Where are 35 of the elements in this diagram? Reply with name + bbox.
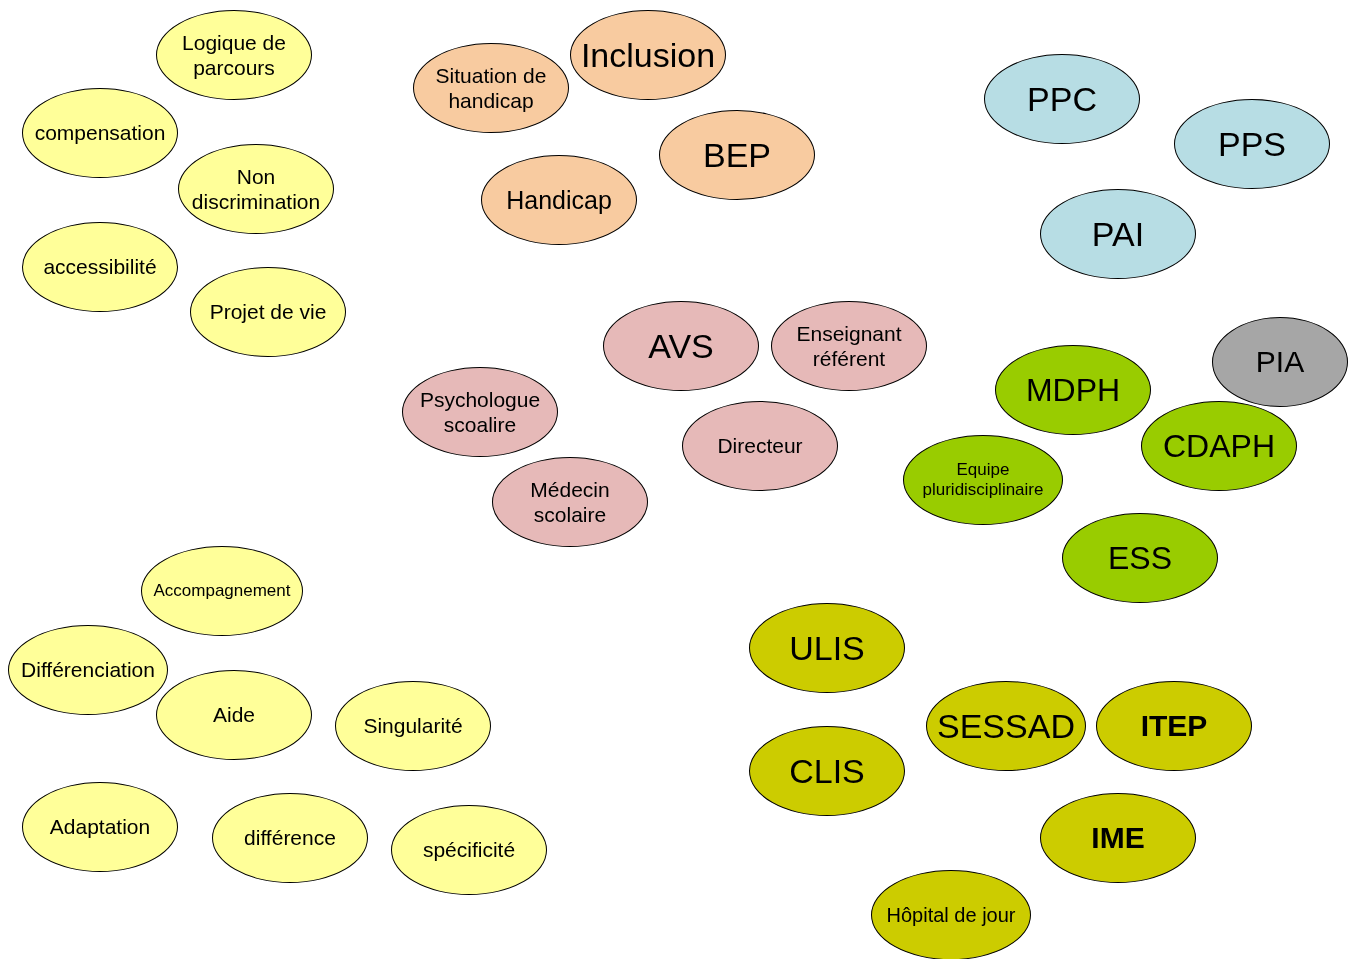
- term-ellipse: BEP: [659, 110, 815, 200]
- term-ellipse: Médecin scolaire: [492, 457, 648, 547]
- term-ellipse: ITEP: [1096, 681, 1252, 771]
- term-ellipse: Aide: [156, 670, 312, 760]
- term-ellipse: Projet de vie: [190, 267, 346, 357]
- term-ellipse: Adaptation: [22, 782, 178, 872]
- term-ellipse: PAI: [1040, 189, 1196, 279]
- term-ellipse: Psychologue scoalire: [402, 367, 558, 457]
- term-ellipse: Enseignant référent: [771, 301, 927, 391]
- term-ellipse: Situation de handicap: [413, 43, 569, 133]
- term-ellipse: SESSAD: [926, 681, 1086, 771]
- term-ellipse: Equipe pluridisciplinaire: [903, 435, 1063, 525]
- term-ellipse: Logique de parcours: [156, 10, 312, 100]
- term-ellipse: Différenciation: [8, 625, 168, 715]
- term-ellipse: Handicap: [481, 155, 637, 245]
- term-ellipse: CLIS: [749, 726, 905, 816]
- term-ellipse: Inclusion: [570, 10, 726, 100]
- term-ellipse: ESS: [1062, 513, 1218, 603]
- term-ellipse: Singularité: [335, 681, 491, 771]
- term-ellipse: PPS: [1174, 99, 1330, 189]
- term-ellipse: MDPH: [995, 345, 1151, 435]
- term-ellipse: compensation: [22, 88, 178, 178]
- term-ellipse: différence: [212, 793, 368, 883]
- term-ellipse: AVS: [603, 301, 759, 391]
- term-ellipse: spécificité: [391, 805, 547, 895]
- term-ellipse: Hôpital de jour: [871, 870, 1031, 959]
- term-ellipse: Accompagnement: [141, 546, 303, 636]
- term-ellipse: Directeur: [682, 401, 838, 491]
- term-ellipse: IME: [1040, 793, 1196, 883]
- term-ellipse: ULIS: [749, 603, 905, 693]
- term-ellipse: accessibilité: [22, 222, 178, 312]
- term-ellipse: CDAPH: [1141, 401, 1297, 491]
- term-ellipse: PIA: [1212, 317, 1348, 407]
- term-ellipse: Non discrimination: [178, 144, 334, 234]
- term-ellipse: PPC: [984, 54, 1140, 144]
